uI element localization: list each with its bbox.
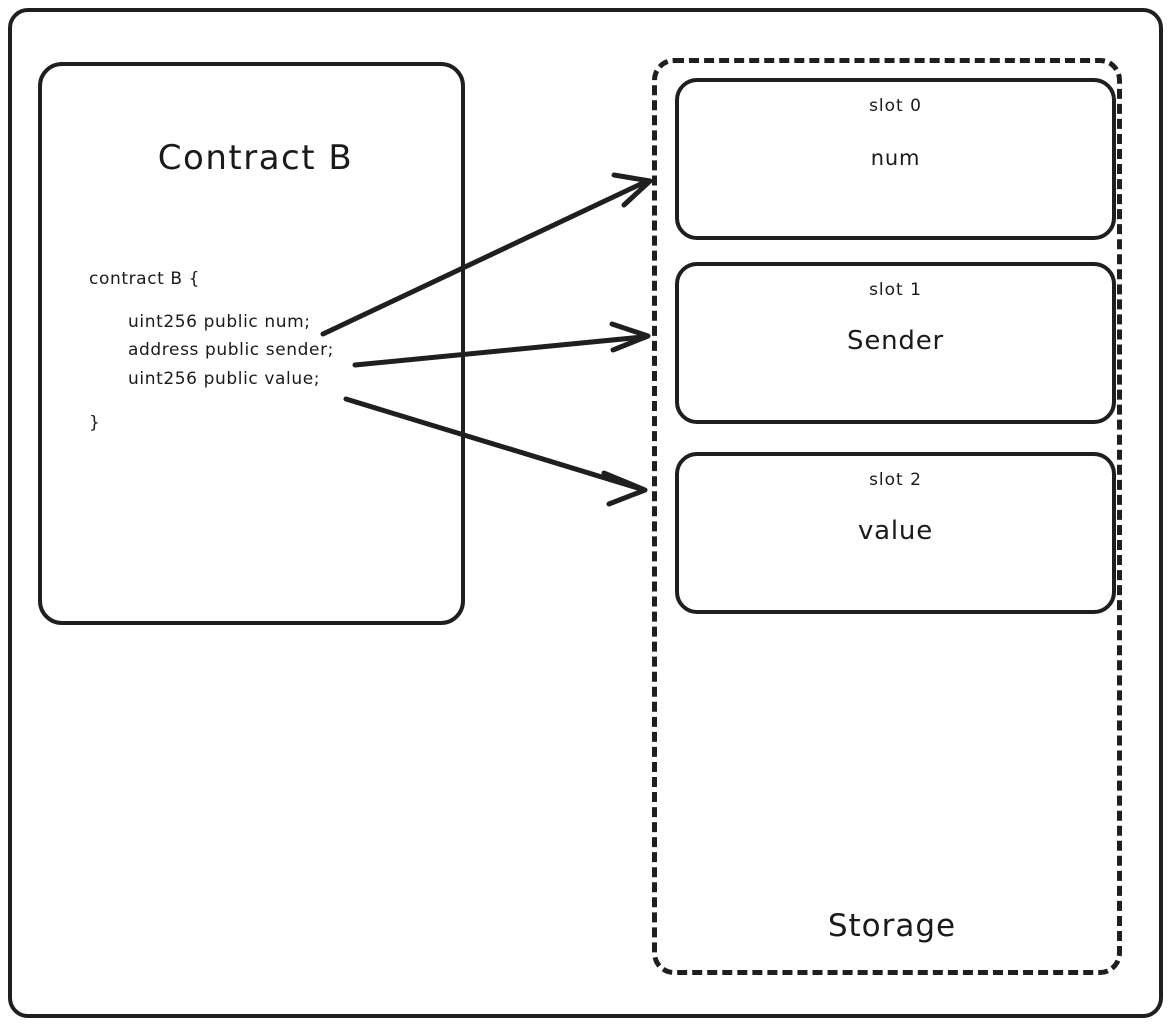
contract-b-box: Contract B contract B { uint256 public n…	[38, 62, 465, 625]
storage-slot-1: slot 1 Sender	[675, 262, 1116, 424]
storage-slot-0: slot 0 num	[675, 78, 1116, 240]
storage-label: Storage	[827, 908, 957, 944]
slot-2-value-label: value	[857, 516, 934, 546]
code-line-contract-open: contract B {	[89, 269, 201, 289]
slot-0-index-label: slot 0	[869, 96, 922, 116]
code-line-contract-close: }	[89, 413, 101, 433]
code-line-sender: address public sender;	[128, 340, 335, 360]
storage-slot-2: slot 2 value	[675, 452, 1116, 614]
code-line-num: uint256 public num;	[128, 312, 311, 332]
code-line-value: uint256 public value;	[128, 369, 321, 389]
slot-1-index-label: slot 1	[869, 280, 922, 300]
slot-2-index-label: slot 2	[869, 470, 922, 490]
storage-container: Storage	[652, 58, 1122, 975]
contract-title: Contract B	[157, 138, 354, 178]
slot-0-value-label: num	[870, 146, 921, 170]
slot-1-value-label: Sender	[847, 326, 944, 356]
